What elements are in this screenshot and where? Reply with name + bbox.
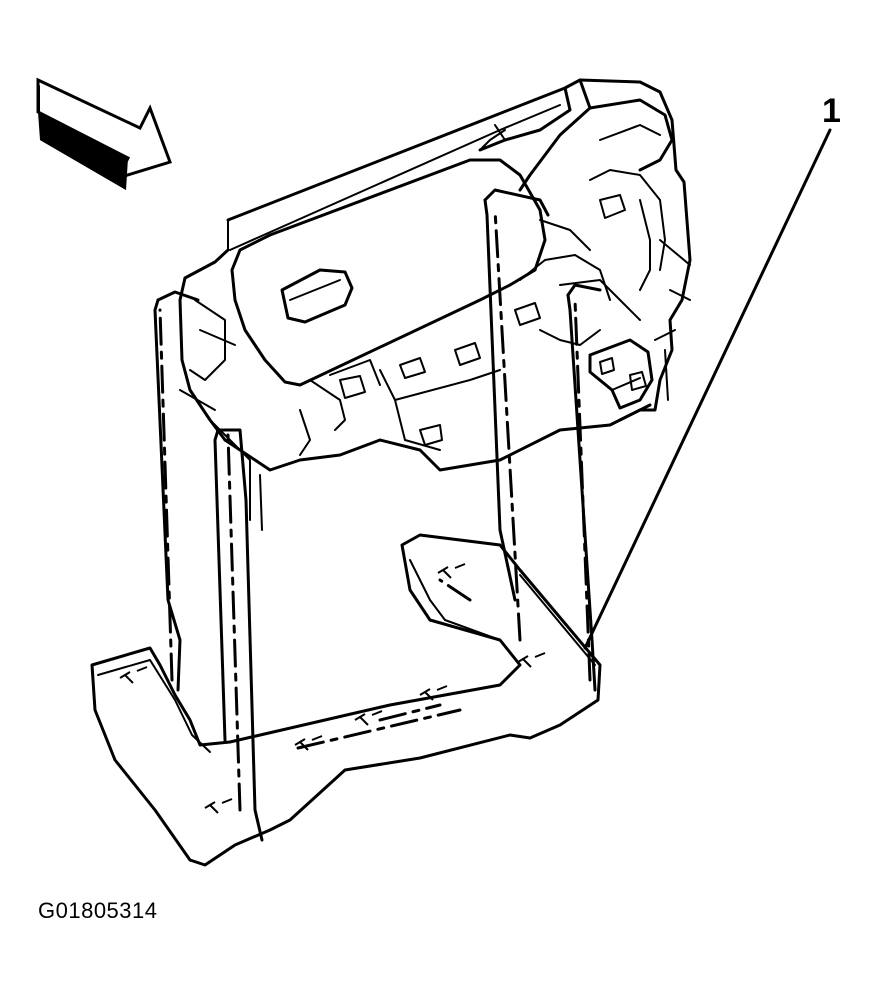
callout-number: 1 bbox=[822, 92, 841, 130]
callout-1: 1 bbox=[583, 92, 841, 650]
lower-trim-panel bbox=[90, 188, 602, 867]
forward-direction-arrow-icon bbox=[36, 77, 172, 190]
figure-id-label: G01805314 bbox=[38, 898, 158, 923]
instrument-panel-assembly bbox=[178, 78, 692, 531]
